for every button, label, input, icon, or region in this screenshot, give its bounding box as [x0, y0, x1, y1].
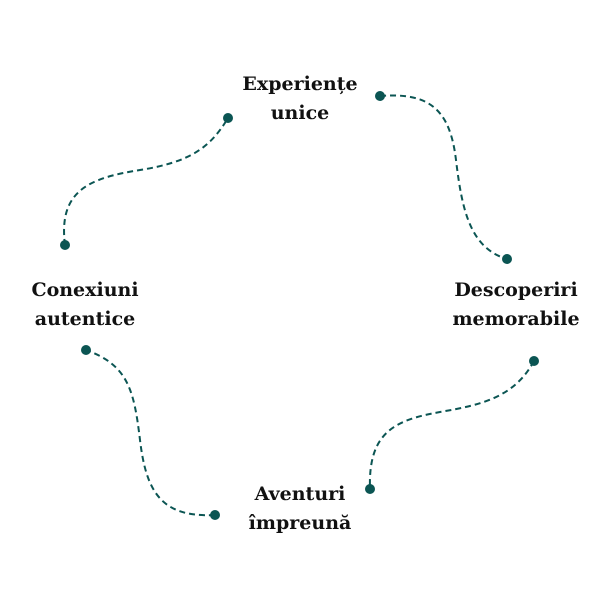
connector-bottom-left: [85, 349, 216, 517]
node-label-line: Aventuri: [254, 483, 346, 505]
node-label-line: unice: [270, 102, 330, 124]
connector-top-right: [379, 94, 508, 260]
connector-endpoint-dot: [210, 510, 220, 520]
connector-endpoint-dot: [375, 91, 385, 101]
node-label-line: împreună: [248, 512, 352, 534]
node-label-experiente-unice: Experiențe unice: [200, 70, 400, 128]
node-label-line: memorabile: [452, 308, 580, 330]
connector-endpoint-dot: [60, 240, 70, 250]
connector-endpoint-dot: [223, 113, 233, 123]
connector-right-bottom: [368, 360, 535, 490]
connectors-layer: [60, 91, 539, 520]
connector-endpoint-dot: [81, 345, 91, 355]
connector-endpoint-dot: [529, 356, 539, 366]
connector-endpoint-dot: [502, 254, 512, 264]
node-label-line: autentice: [34, 308, 136, 330]
node-label-line: Descoperiri: [454, 279, 578, 301]
node-label-line: Conexiuni: [31, 279, 139, 301]
node-label-descoperiri-memorabile: Descoperiri memorabile: [432, 276, 600, 334]
connector-left-top: [63, 117, 229, 246]
node-label-line: Experiențe: [242, 73, 358, 95]
node-label-aventuri-impreuna: Aventuri împreună: [200, 480, 400, 538]
connector-endpoint-dot: [365, 484, 375, 494]
node-label-conexiuni-autentice: Conexiuni autentice: [0, 276, 170, 334]
